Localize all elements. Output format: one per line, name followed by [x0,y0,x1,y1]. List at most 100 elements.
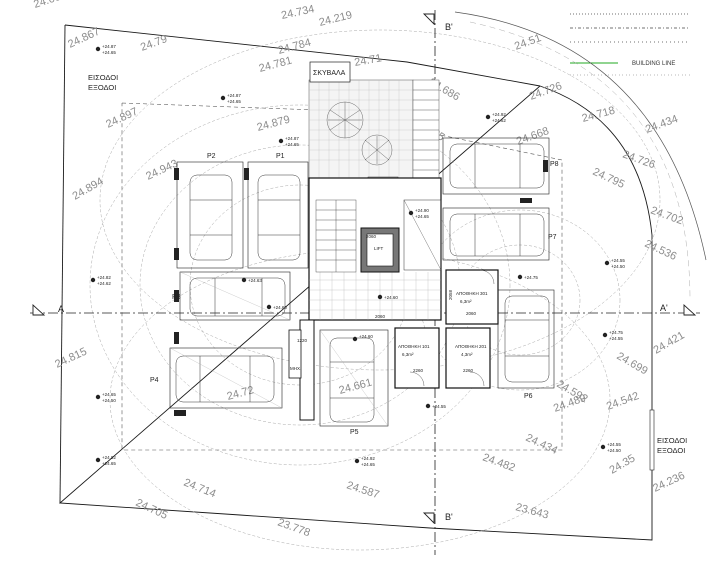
level-marker: +24.82 +24.62 [90,275,111,286]
svg-text:+24.75: +24.75 [609,330,623,335]
parking-label-p2: P2 [207,153,216,160]
contour-label: 24.536 [643,238,679,263]
section-a-prime-marker [683,303,697,316]
building-line-label: BUILDING LINE [632,61,675,67]
level-marker: +24.75 [517,274,538,280]
room-label-skyvala: ΣΚΥΒΑΛΑ [313,70,346,77]
dimension-label: 2060 [375,314,386,319]
contour-label: 24.894 [71,175,106,202]
svg-text:+24.65: +24.65 [102,461,116,466]
contour-label: 24.726 [528,80,564,103]
dimension-label: 2058 [448,289,453,300]
contour-label: 24.795 [591,166,627,191]
svg-text:+24.65: +24.65 [102,50,116,55]
contour-label: 24.714 [182,477,218,501]
svg-text:+24.65: +24.65 [361,462,375,467]
svg-text:+24.60: +24.60 [384,295,398,300]
contour-label: 24.784 [277,37,313,57]
svg-text:+24.87: +24.87 [227,93,241,98]
svg-text:+24.60: +24.60 [273,305,287,310]
contour-label: 24.718 [581,105,617,125]
contour-label: 24.734 [280,3,315,22]
storage-301-name: ΑΠΟΘΗΚΗ 301 [456,291,488,296]
contour-label: 24.781 [258,55,294,75]
level-marker: +24.87 +24.65 [95,44,116,55]
svg-text:+24.55: +24.55 [607,442,621,447]
section-a-left-label: A [58,304,64,314]
contour-label: 23.643 [514,501,550,521]
parking-label-p3: P3 [172,294,181,301]
level-marker: +24.60 [266,304,287,310]
contour-label: 24.72 [226,384,256,403]
car-icon [449,213,545,257]
svg-text:+24.65: +24.65 [285,142,299,147]
level-marker: +24.87 +24.65 [220,93,241,104]
level-marker: +24.87 +24.65 [278,136,299,147]
parking-bays [169,137,555,427]
parking-label-p4: P4 [150,377,159,384]
svg-text:+24.87: +24.87 [285,136,299,141]
entrance-left-line2: ΕΞΟΔΟΙ [88,83,116,92]
car-icon [189,174,233,261]
svg-text:+24.55: +24.55 [611,258,625,263]
entrance-right-line1: ΕΙΣΟΔΟΙ [657,436,687,445]
lift-shaft: LIFT [360,227,400,273]
dimension-label: 2060 [366,234,377,239]
section-b-top-label: B' [445,22,453,32]
contour-label: 24.35 [608,452,638,476]
contour-label: 24.661 [338,377,374,397]
level-markers: +24.87 +24.65 +24.87 +24.65 +24.87 +24.6… [90,44,625,467]
entrance-right: ΕΙΣΟΔΟΙ ΕΞΟΔΟΙ [649,409,687,471]
svg-text:+24.75: +24.75 [524,275,538,280]
contour-label: 24.71 [353,52,382,69]
car-icon [189,277,286,317]
storage-rooms: ΑΠΟΘΗΚΗ 101 6,3m² ΑΠΟΘΗΚΗ 201 4,3m² ΑΠΟΘ… [288,269,499,389]
svg-text:+24.82: +24.82 [97,275,111,280]
section-b-bottom-marker [422,512,435,525]
level-marker: +24.65 +24.50 [95,392,116,403]
parking-label-p7: P7 [548,234,557,241]
entrance-left-line1: ΕΙΣΟΔΟΙ [88,73,118,82]
contour-label: 24.434 [524,432,560,457]
lift-label: LIFT [374,246,384,251]
car-icon [329,337,375,423]
storage-201-area: 4,3m² [461,352,473,357]
contour-label: 24.542 [605,390,641,413]
contour-label: 24.668 [515,125,551,148]
car-icon [449,143,545,189]
svg-text:+24.65: +24.65 [227,99,241,104]
svg-text:+24.60: +24.60 [359,334,373,339]
entrance-right-line2: ΕΞΟΔΟΙ [657,446,685,455]
svg-text:+24.55: +24.55 [432,404,446,409]
tree-icon [361,134,393,166]
storage-101-name: ΑΠΟΘΗΚΗ 101 [398,344,430,349]
svg-text:+24.50: +24.50 [611,264,625,269]
dimension-label: 2260 [463,368,474,373]
contour-label: 24.669 [32,0,68,11]
section-b-top-marker [422,13,435,26]
parking-labels: P1 P2 P3 P4 P5 P6 P7 P8 [150,153,559,436]
contour-label: 24.867 [66,26,102,51]
svg-text:+24.62: +24.62 [97,281,111,286]
level-marker: +24.55 +24.50 [604,258,625,269]
dimension-labels: 2060 2060 2260 2260 1220 2058 2060 [297,234,477,373]
level-marker: +24.90 +24.65 [408,208,429,219]
storage-301-area: 6,3m² [460,299,472,304]
level-marker: +24.55 +24.50 [600,442,621,453]
svg-text:+24.92: +24.92 [492,112,506,117]
svg-text:+24.90: +24.90 [415,208,429,213]
contour-label: 24.879 [256,114,292,134]
car-icon [175,355,275,403]
contour-label: 24.51 [513,32,543,53]
level-marker: +24.92 +24.65 [354,456,375,467]
contour-label: 24.699 [615,350,650,377]
svg-text:+24.63: +24.63 [248,278,262,283]
contour-label: 24.815 [53,346,89,371]
contour-labels: 24.669 24.867 24.79 24.734 24.219 24.781… [32,0,687,539]
section-a-right-label: A' [660,303,668,313]
svg-text:+24.92: +24.92 [361,456,375,461]
car-icon [257,174,301,261]
svg-text:+24.65: +24.65 [102,392,116,397]
parking-label-p1: P1 [276,153,285,160]
mhx-label: ΜΗΧ. [290,366,301,371]
